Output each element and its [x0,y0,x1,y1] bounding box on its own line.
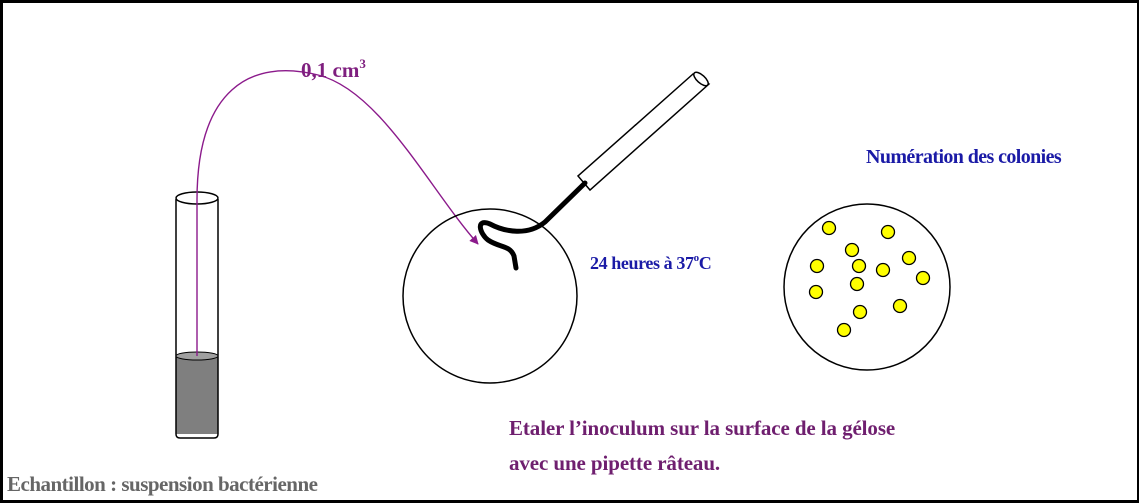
colony-dot [880,224,896,240]
pipette-body [576,73,711,192]
incubation-unit: C [698,253,712,273]
spreader-rod [477,180,588,271]
petri-dish-colonies [783,203,951,371]
incubation-label: 24 heures à 37oC [590,252,712,274]
sample-label: Echantillon : suspension bactérienne [7,472,318,496]
spreading-instruction-line2: avec une pipette râteau. [509,451,721,475]
colony-dot [892,298,908,314]
tube-body [175,199,219,439]
volume-label: 0,1 cm3 [301,56,366,83]
colony-dot [852,304,868,320]
petri-dish-spreading [402,208,578,384]
colony-dot [821,220,837,236]
colony-dot [915,270,931,286]
colony-dot [851,258,867,274]
spreader-pipette [477,71,711,271]
tube-liquid [176,356,218,434]
volume-value: 0,1 cm [301,58,360,82]
colony-counting-label: Numération des colonies [866,146,1062,168]
colony-dot [808,284,824,300]
colony-dot [844,242,860,258]
incubation-degree: o [693,252,700,264]
colony-dot [809,258,825,274]
pipette-tip-end [693,71,709,87]
colony-dot [836,322,852,338]
colonies [808,220,931,338]
incubation-text: 24 heures à 37 [590,253,694,273]
volume-exponent: 3 [359,56,366,71]
transfer-arrow [196,70,479,356]
colony-dot [901,250,917,266]
colony-dot [849,276,865,292]
spreading-instruction-line1: Etaler l’inoculum sur la surface de la g… [509,416,896,440]
colony-dot [875,262,891,278]
